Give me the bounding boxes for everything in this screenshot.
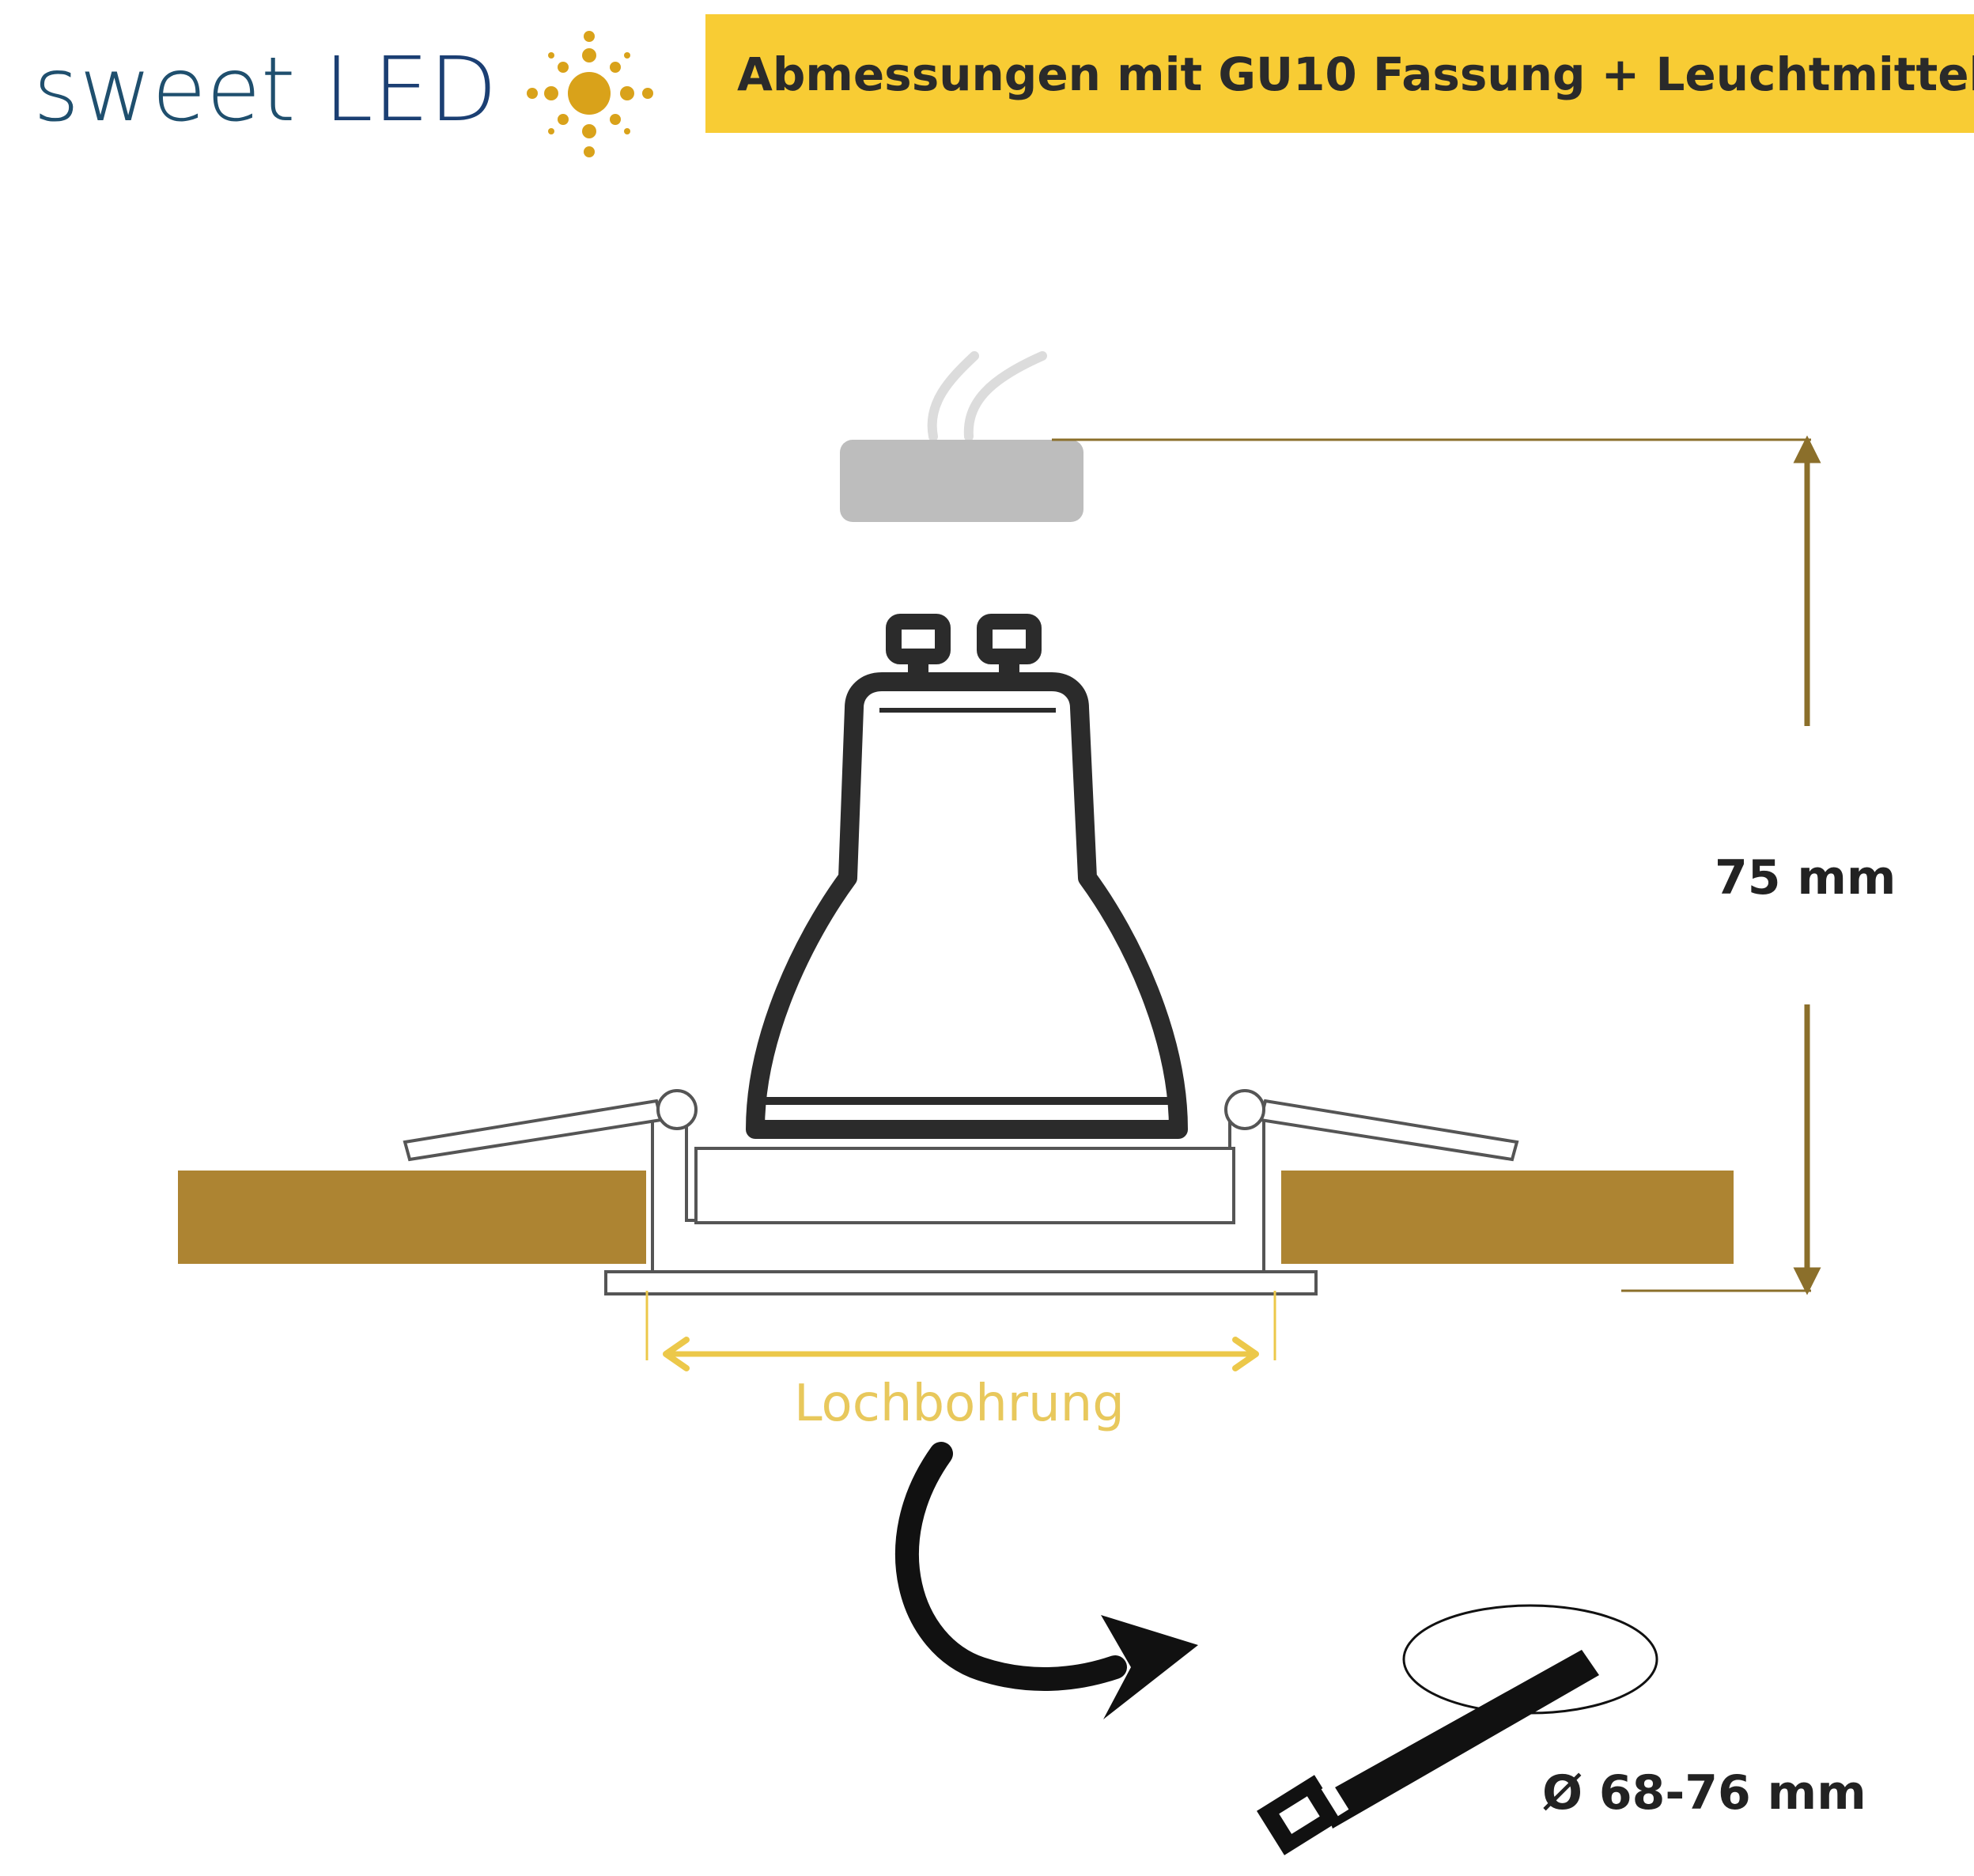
connector-block — [840, 351, 1083, 522]
hole-width-dimension — [645, 1291, 1276, 1371]
header-banner: Abmessungen mit GU10 Fassung + Leuchtmit… — [705, 14, 1974, 133]
hole-label: Lochbohrung — [794, 1375, 1125, 1433]
curved-arrow-icon — [895, 1442, 1198, 1719]
logo-word-led: LED — [323, 39, 497, 142]
page-title: Abmessungen mit GU10 Fassung + Leuchtmit… — [737, 47, 1974, 101]
spring-clips — [403, 1089, 1519, 1162]
recessed-frame — [604, 1114, 1318, 1295]
height-dimension — [1052, 435, 1821, 1295]
hole-saw-icon — [1257, 1650, 1599, 1855]
hole-diameter-label: Ø 68-76 mm — [1542, 1765, 1866, 1821]
ceiling-panel — [178, 1171, 1734, 1264]
brand-logo-text: sweet LED — [33, 46, 497, 134]
logo-word-sweet: sweet — [33, 39, 296, 142]
height-label: 75 mm — [1715, 850, 1896, 906]
gu10-lamp — [746, 614, 1188, 1139]
sun-icon — [527, 31, 653, 157]
